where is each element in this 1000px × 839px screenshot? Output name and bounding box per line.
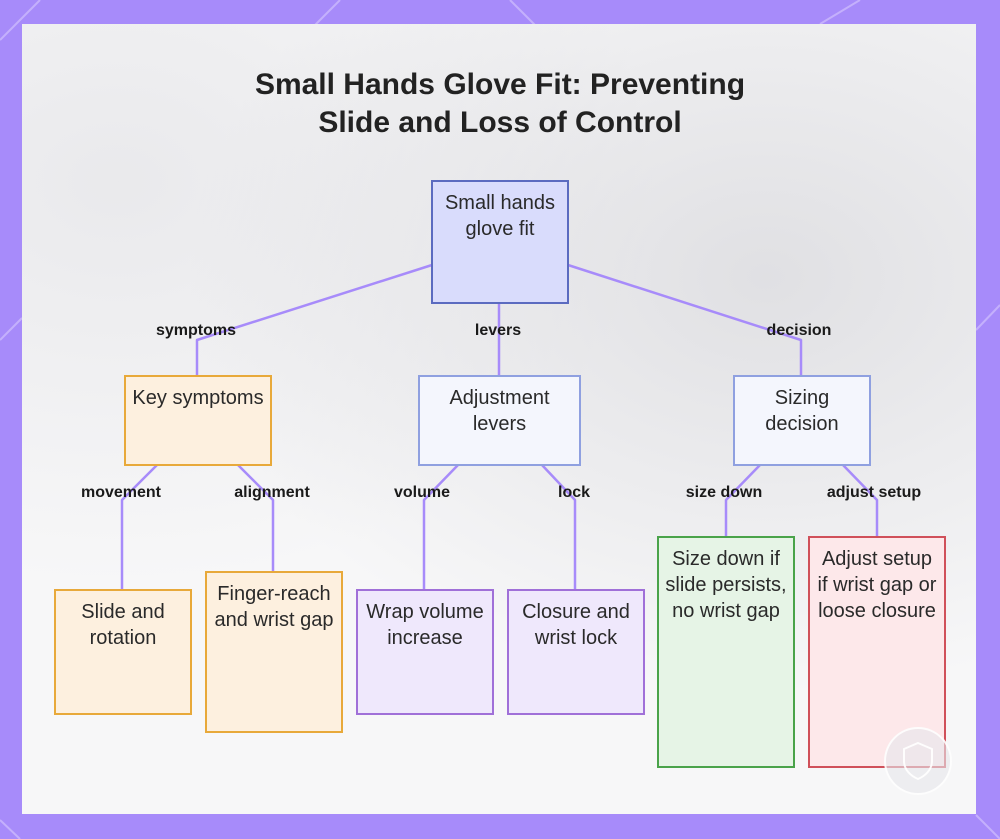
edge-label-lock: lock xyxy=(558,483,590,503)
node-size-down: Size down if slide persists, no wrist ga… xyxy=(657,536,795,768)
shield-logo-icon xyxy=(884,727,952,795)
edge-label-decision: decision xyxy=(767,321,832,341)
edge-label-alignment: alignment xyxy=(234,483,310,503)
edge-label-symptoms: symptoms xyxy=(156,321,236,341)
node-small-hands-glove-fit: Small hands glove fit xyxy=(431,180,569,304)
node-wrap-volume-increase: Wrap volume increase xyxy=(356,589,494,715)
edge-label-movement: movement xyxy=(81,483,161,503)
edge-label-adjust-setup: adjust setup xyxy=(827,483,921,503)
node-adjustment-levers: Adjustment levers xyxy=(418,375,581,466)
edge-label-levers: levers xyxy=(475,321,521,341)
edge-label-size-down: size down xyxy=(686,483,762,503)
connector-symptoms-finger xyxy=(238,465,273,572)
node-slide-and-rotation: Slide and rotation xyxy=(54,589,192,715)
node-finger-reach-wrist-gap: Finger-reach and wrist gap xyxy=(205,571,343,733)
node-closure-and-wrist-lock: Closure and wrist lock xyxy=(507,589,645,715)
node-key-symptoms: Key symptoms xyxy=(124,375,272,466)
edge-label-volume: volume xyxy=(394,483,450,503)
node-sizing-decision: Sizing decision xyxy=(733,375,871,466)
